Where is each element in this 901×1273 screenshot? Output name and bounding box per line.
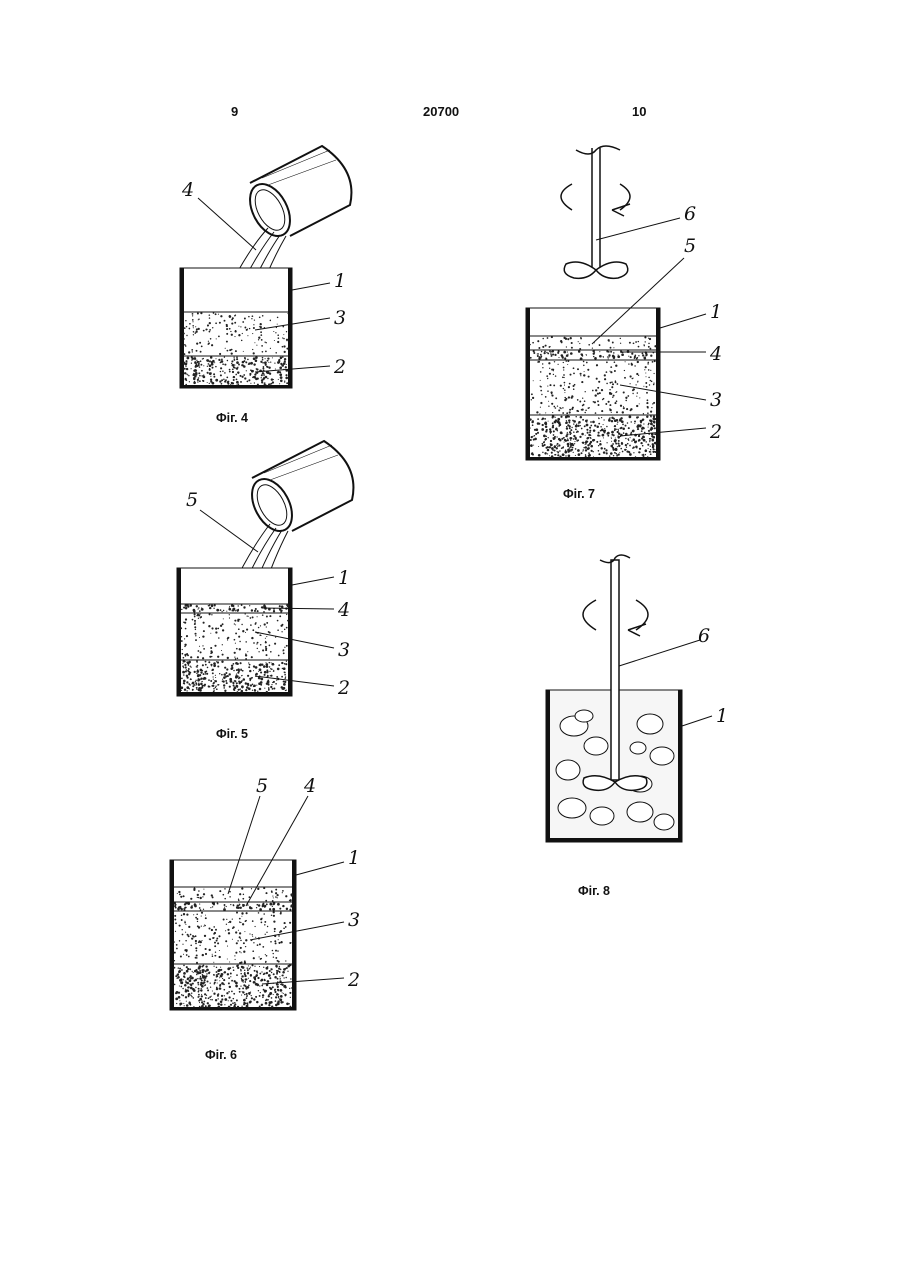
ref-label-5: 5 [256, 775, 268, 797]
ref-label-3: 3 [348, 909, 360, 931]
figure-5-caption: Фіг. 5 [216, 727, 248, 741]
ref-label-6: 6 [684, 203, 696, 225]
pouring-jug-icon [244, 441, 354, 538]
figure-8-caption: Фіг. 8 [578, 884, 610, 898]
ref-label-3: 3 [334, 307, 346, 329]
figure-7-drawing: 6 5 1 4 3 2 [510, 140, 760, 470]
ref-label-3: 3 [710, 389, 722, 411]
ref-label-5: 5 [684, 235, 696, 257]
page-number-right: 10 [632, 104, 646, 119]
ref-label-4: 4 [709, 343, 722, 365]
ref-label-4: 4 [181, 179, 194, 201]
rotation-arrow-icon [561, 184, 630, 216]
ref-label-2: 2 [337, 677, 350, 699]
ref-label-3: 3 [338, 639, 350, 661]
figure-4-caption: Фіг. 4 [216, 411, 248, 425]
mixer-shaft [576, 146, 620, 268]
ref-label-2: 2 [347, 969, 360, 991]
figure-8-drawing: 6 1 [520, 550, 760, 850]
ref-label-4: 4 [337, 599, 350, 621]
ref-label-4: 4 [303, 775, 316, 797]
ref-label-1: 1 [710, 301, 722, 323]
ref-label-1: 1 [716, 705, 728, 727]
figure-5-drawing: 5 1 4 3 2 [150, 430, 410, 730]
figure-6-drawing: 5 4 1 3 2 [150, 770, 410, 1020]
ref-label-2: 2 [709, 421, 722, 443]
ref-label-2: 2 [333, 356, 346, 378]
mixer-blade-icon [564, 262, 628, 278]
ref-label-5: 5 [186, 489, 198, 511]
patent-number: 20700 [423, 104, 459, 119]
pouring-jug-icon [242, 146, 352, 243]
layer-3 [174, 912, 292, 963]
figure-7-caption: Фіг. 7 [563, 487, 595, 501]
ref-label-1: 1 [334, 270, 346, 292]
ref-label-1: 1 [338, 567, 350, 589]
ref-label-6: 6 [698, 625, 710, 647]
figure-6-caption: Фіг. 6 [205, 1048, 237, 1062]
page-number-left: 9 [231, 104, 238, 119]
figure-4-drawing: 4 1 3 2 [150, 135, 410, 425]
ref-label-1: 1 [348, 847, 360, 869]
